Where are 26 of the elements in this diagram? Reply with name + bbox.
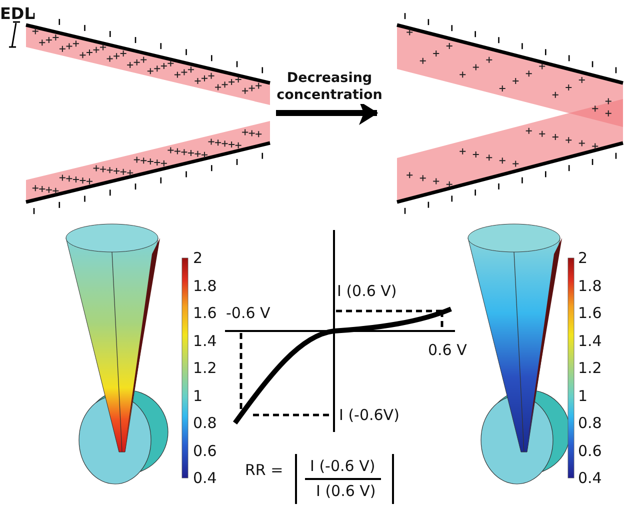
equation-text: RR =: [245, 463, 284, 478]
tick-label: 0.6: [578, 444, 602, 458]
tick-label: 2: [578, 251, 588, 266]
fraction-denominator: I (0.6 V): [316, 484, 376, 499]
tick-label: 0.4: [578, 471, 602, 486]
tick-label: 2: [193, 251, 203, 266]
tick-label: 0.8: [578, 416, 602, 431]
tick-label: 1: [193, 388, 203, 404]
tick-label: 1.8: [193, 278, 217, 294]
tick-label: 1.8: [578, 278, 602, 294]
tick-label: 1.4: [193, 334, 217, 348]
axis-label: 0.6 V: [428, 343, 467, 358]
axis-label: I (-0.6V): [339, 408, 400, 423]
fraction-numerator: I (-0.6 V): [310, 459, 376, 474]
tick-label: 0.6: [193, 444, 217, 458]
edl-label: EDL: [0, 4, 34, 23]
tick-label: 1.4: [578, 334, 602, 348]
tick-label: 1: [578, 388, 588, 404]
tick-label: 1.6: [193, 306, 217, 321]
tick-label: 1.6: [578, 306, 602, 321]
tick-label: 1.2: [193, 361, 217, 376]
axis-label: -0.6 V: [226, 306, 270, 321]
tick-label: 1.2: [578, 361, 602, 376]
axis-label: I (0.6 V): [337, 284, 397, 299]
tick-label: 0.4: [193, 471, 217, 486]
tick-label: 0.8: [193, 416, 217, 431]
